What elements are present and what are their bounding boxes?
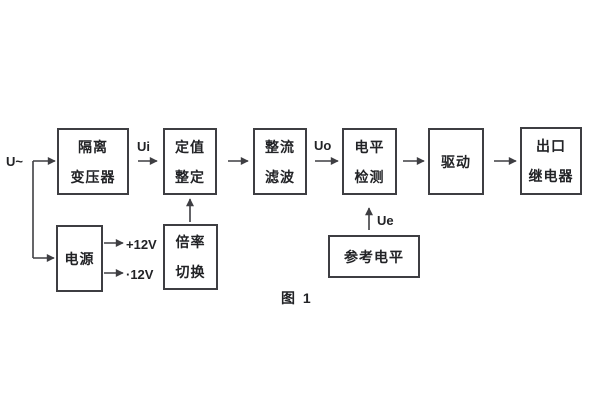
signal-label-ue: Ue [377, 213, 394, 228]
block-isolation-transformer: 隔离 变压器 [57, 128, 129, 195]
block-label-line: 整流 [265, 138, 295, 155]
block-setting-adjustment: 定值 整定 [163, 128, 217, 195]
block-label-line: 倍率 [175, 234, 206, 250]
block-driver: 驱动 [428, 128, 484, 195]
block-label-line: 电平 [354, 138, 385, 155]
block-output-relay: 出口 继电器 [520, 127, 582, 195]
block-ratio-switch: 倍率 切换 [163, 224, 218, 290]
power-label-minus12v: ·12V [126, 267, 154, 282]
block-label-line: 隔离 [78, 138, 108, 155]
figure-caption: 图 1 [281, 290, 313, 306]
block-label-line: 定值 [175, 138, 205, 155]
signal-label-ui: Ui [137, 139, 150, 154]
power-label-plus12v: +12V [126, 237, 157, 252]
block-label-line: 参考电平 [344, 248, 404, 265]
block-rectifier-filter: 整流 滤波 [253, 128, 307, 195]
input-label-u: U~ [6, 154, 23, 169]
block-label-line: 切换 [175, 264, 206, 280]
block-label-line: 检测 [354, 168, 385, 185]
block-reference-level: 参考电平 [328, 235, 420, 278]
block-label-line: 驱动 [441, 153, 471, 170]
block-label-line: 出口 [536, 138, 566, 154]
block-level-detector: 电平 检测 [342, 128, 397, 195]
block-label-line: 滤波 [265, 168, 295, 185]
block-label-line: 电源 [64, 250, 95, 267]
block-power-supply: 电源 [56, 225, 103, 292]
block-label-line: 变压器 [70, 168, 116, 185]
block-label-line: 继电器 [528, 168, 574, 184]
block-label-line: 整定 [175, 168, 205, 185]
signal-label-uo: Uo [314, 138, 332, 153]
